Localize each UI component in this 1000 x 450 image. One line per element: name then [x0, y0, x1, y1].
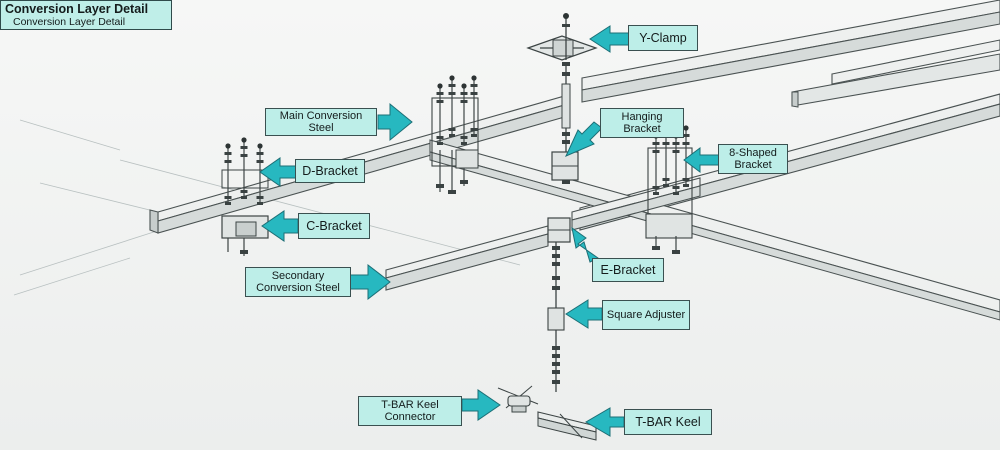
- title-box: Conversion Layer Detail Conversion Layer…: [0, 0, 172, 30]
- secondary-conversion-steel-beam: [385, 177, 701, 291]
- eight-shaped-bracket-part: [645, 124, 693, 254]
- label-tbar-keel: T-BAR Keel: [624, 409, 712, 435]
- page-title: Conversion Layer Detail: [5, 2, 149, 16]
- label-c-bracket: C-Bracket: [298, 213, 370, 239]
- square-adjuster-arrow: [565, 299, 603, 329]
- label-secondary-conversion-steel: Secondary Conversion Steel: [245, 267, 351, 297]
- cross-steel-beam: [429, 139, 1000, 321]
- secondary-steel-arrow: [349, 263, 391, 301]
- y-clamp-arrow: [589, 25, 631, 53]
- label-e-bracket: E-Bracket: [592, 258, 664, 282]
- e-bracket-arrow: [571, 226, 599, 263]
- label-y-clamp: Y-Clamp: [628, 25, 698, 51]
- page-subtitle: Conversion Layer Detail: [13, 16, 126, 28]
- label-main-conversion-steel: Main Conversion Steel: [265, 108, 377, 136]
- main-steel-arrow: [377, 102, 413, 142]
- tbar-keel-part: [537, 411, 597, 441]
- hanging-bracket-arrow: [565, 121, 603, 157]
- label-d-bracket: D-Bracket: [295, 159, 365, 183]
- eight-bracket-arrow: [683, 147, 721, 173]
- lower-hanging-rod: [547, 242, 565, 392]
- e-bracket-part: [547, 217, 571, 243]
- callout-arrows: [259, 25, 721, 437]
- hanging-bracket-part: [551, 151, 579, 184]
- main-bracket-cluster: [431, 74, 479, 194]
- label-hanging-bracket: Hanging Bracket: [600, 108, 684, 138]
- construction-lines: [13, 119, 521, 296]
- label-8-shaped-bracket: 8-Shaped Bracket: [718, 144, 788, 174]
- c-bracket-arrow: [261, 210, 299, 242]
- d-bracket-arrow: [259, 157, 297, 187]
- label-square-adjuster: Square Adjuster: [602, 300, 690, 330]
- hanging-rod: [561, 66, 571, 158]
- tbar-keel-arrow: [585, 407, 625, 437]
- steel-tube-short: [791, 39, 1000, 108]
- y-clamp-part: [526, 13, 598, 76]
- tbar-connector-arrow: [461, 389, 501, 421]
- main-conversion-steel-upper: [581, 0, 1000, 103]
- label-tbar-keel-connector: T-BAR Keel Connector: [358, 396, 462, 426]
- c-bracket-part: [221, 215, 269, 256]
- tbar-connector-part: [497, 385, 539, 413]
- d-bracket-part: [221, 136, 269, 206]
